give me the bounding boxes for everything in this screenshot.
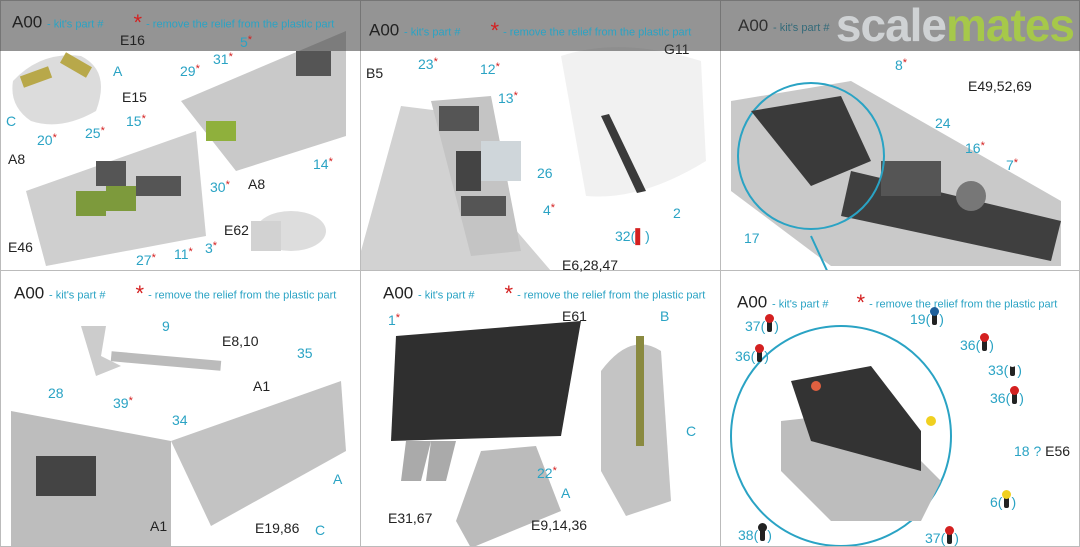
part-label: 9 (162, 318, 170, 334)
part-label: 35 (297, 345, 313, 361)
part-label: A1 (253, 378, 271, 394)
part-label: 33() (988, 358, 1022, 378)
part-label: 31* (213, 51, 233, 67)
part-label: E15 (122, 89, 147, 105)
red-pin-icon (755, 344, 765, 362)
part-label: A8 (248, 176, 266, 192)
part-label: 13* (498, 90, 518, 106)
panel-5 (360, 270, 721, 547)
part-label: 2 (673, 205, 681, 221)
legend-4: A00 - kit's part #*- remove the relief f… (14, 281, 337, 306)
legend-6: A00 - kit's part #*- remove the relief f… (737, 290, 1058, 315)
part-label: E6,28,47 (562, 257, 619, 273)
panel-2-drawing (361, 47, 706, 270)
part-label: 23* (418, 56, 438, 72)
part-label: 32(▌) (615, 228, 650, 244)
part-label: E8,10 (222, 333, 259, 349)
part-label: 37() (745, 314, 779, 334)
panel-6 (720, 270, 1080, 547)
part-label: 12* (480, 61, 500, 77)
panel-5-drawing (391, 321, 671, 546)
part-label: A (333, 471, 343, 487)
black-pin-icon (758, 523, 768, 541)
part-label: 18 ? E56 (1014, 443, 1071, 459)
red-pin-icon (945, 526, 955, 544)
part-label: A8 (8, 151, 26, 167)
blue-pin-icon (930, 307, 940, 325)
part-label: 4* (543, 202, 556, 218)
white-pin-icon (1008, 358, 1018, 376)
part-label: 36() (990, 386, 1024, 406)
part-label: 11* (174, 246, 193, 262)
part-label: B5 (366, 65, 384, 81)
panel-4-drawing (11, 326, 346, 546)
part-label: 26 (537, 165, 553, 181)
part-label: 17 (744, 230, 760, 246)
part-label: 20* (37, 132, 57, 148)
part-label: 30* (210, 179, 230, 195)
part-label: E46 (8, 239, 33, 255)
part-label: 36() (735, 344, 769, 364)
red-pin-icon (980, 333, 990, 351)
part-label: E49,52,69 (968, 78, 1032, 94)
panel-4 (0, 270, 361, 547)
part-label: E19,86 (255, 520, 300, 536)
part-label: A (561, 485, 571, 501)
legend-3: A00 - kit's part # (738, 16, 830, 35)
part-label: 37() (925, 526, 959, 546)
part-label: 1* (388, 312, 401, 328)
part-label: 8* (895, 57, 908, 73)
part-label: 39* (113, 395, 133, 411)
part-label: 22* (537, 465, 557, 481)
part-label: E61 (562, 308, 587, 324)
part-label: 25* (85, 125, 105, 141)
scalemates-watermark: scalemates (835, 0, 1075, 51)
part-label: A1 (150, 518, 168, 534)
part-label: 36() (960, 333, 994, 353)
part-label: 38() (738, 523, 772, 543)
part-label: C (6, 113, 17, 129)
red-pin-icon (765, 314, 775, 332)
part-label: 19() (910, 307, 944, 327)
part-label: 29* (180, 63, 200, 79)
part-label: 16* (965, 140, 985, 156)
legend-1: A00 - kit's part #*- remove the relief f… (12, 10, 335, 35)
part-label: 5* (240, 34, 253, 50)
part-label: C (315, 522, 326, 538)
panel-1-drawing (12, 31, 346, 266)
part-label: 28 (48, 385, 64, 401)
part-label: E16 (120, 32, 145, 48)
panel-3-drawing (731, 81, 1061, 270)
part-label: 3* (205, 240, 218, 256)
part-label: 34 (172, 412, 188, 428)
legend-5: A00 - kit's part #*- remove the relief f… (383, 281, 706, 306)
legend-2: A00 - kit's part #*- remove the relief f… (369, 18, 692, 43)
part-label: 24 (935, 115, 951, 131)
panel-6-drawing (730, 325, 952, 546)
part-label: 15* (126, 113, 146, 129)
part-label: E62 (224, 222, 249, 238)
part-label: G11 (664, 41, 690, 57)
part-label: A (113, 63, 123, 79)
part-label: 27* (136, 252, 156, 268)
part-label: E31,67 (388, 510, 433, 526)
yellow-pin-icon (1002, 490, 1012, 508)
part-label: C (686, 423, 697, 439)
part-label: 6() (990, 490, 1017, 510)
red-pin-icon (1010, 386, 1020, 404)
part-label: 7* (1006, 157, 1019, 173)
part-label: B (660, 308, 670, 324)
part-label: E9,14,36 (531, 517, 588, 533)
part-label: 14* (313, 156, 333, 172)
